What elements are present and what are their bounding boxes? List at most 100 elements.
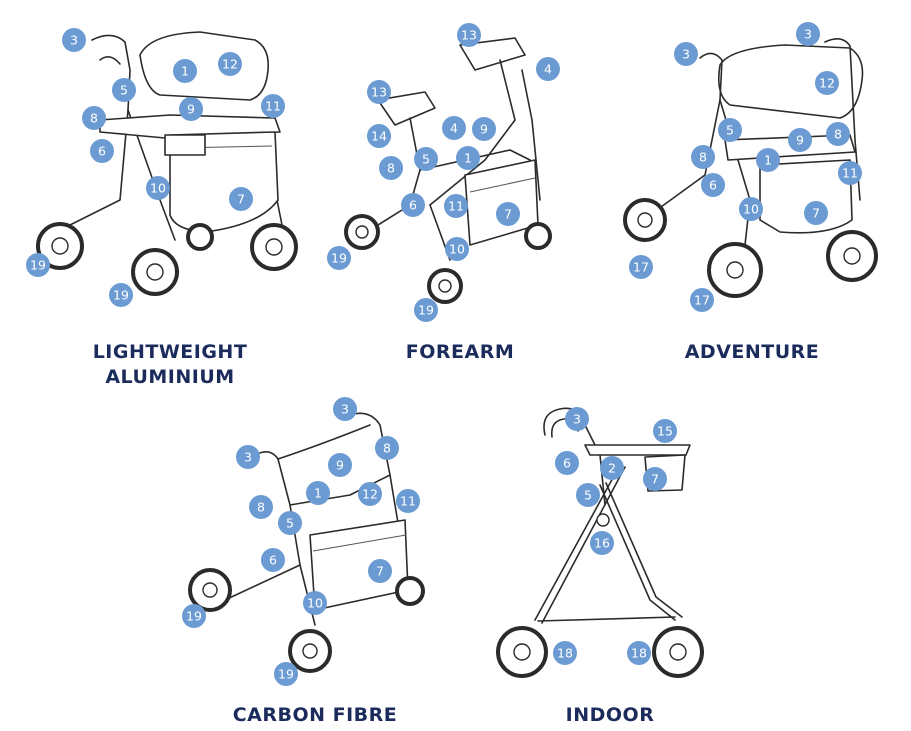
caption-line-2: ALUMINIUM [105,366,235,388]
svg-text:3: 3 [244,450,252,465]
svg-text:3: 3 [804,27,812,42]
svg-text:8: 8 [834,127,842,142]
svg-text:18: 18 [557,646,573,661]
svg-text:3: 3 [682,47,690,62]
rear-wheel-right [395,576,425,606]
front-wheel-right [131,248,179,296]
svg-text:3: 3 [341,402,349,417]
caption-indoor: INDOOR [565,704,655,726]
panel-forearm: 13 4 13 4 9 14 5 1 8 6 11 7 10 19 19 FOR… [310,0,600,390]
svg-text:5: 5 [422,152,430,167]
svg-text:16: 16 [594,536,610,551]
rear-wheel-right [250,223,298,271]
marker-2: 2 [600,456,624,480]
marker-5: 5 [718,118,742,142]
marker-3-top: 3 [333,397,357,421]
marker-4-top: 4 [536,57,560,81]
marker-7: 7 [229,187,253,211]
svg-text:4: 4 [544,62,552,77]
marker-1: 1 [756,148,780,172]
svg-text:6: 6 [563,456,571,471]
svg-text:11: 11 [400,494,416,509]
svg-text:10: 10 [449,242,465,257]
svg-text:9: 9 [480,122,488,137]
svg-text:19: 19 [418,303,434,318]
svg-text:10: 10 [307,596,323,611]
marker-8-left: 8 [249,495,273,519]
svg-text:13: 13 [461,28,477,43]
marker-11: 11 [396,489,420,513]
svg-text:5: 5 [726,123,734,138]
marker-5: 5 [414,147,438,171]
marker-6: 6 [261,548,285,572]
svg-text:19: 19 [30,258,46,273]
svg-text:2: 2 [608,461,616,476]
marker-7: 7 [368,559,392,583]
marker-12: 12 [815,71,839,95]
svg-text:6: 6 [98,144,106,159]
marker-10: 10 [303,591,327,615]
svg-text:19: 19 [331,251,347,266]
marker-7: 7 [643,467,667,491]
marker-13-left: 13 [367,80,391,104]
marker-9: 9 [472,117,496,141]
svg-text:5: 5 [286,516,294,531]
svg-text:8: 8 [387,161,395,176]
svg-text:3: 3 [573,412,581,427]
svg-text:19: 19 [278,667,294,682]
front-wheel-right [288,629,332,673]
svg-text:9: 9 [336,458,344,473]
panel-carbon-fibre: 3 8 3 9 1 12 11 8 5 6 7 10 19 19 CARBON … [170,395,460,731]
svg-text:7: 7 [376,564,384,579]
svg-text:11: 11 [265,99,281,114]
marker-5: 5 [112,78,136,102]
marker-19-bottom: 19 [414,298,438,322]
marker-6: 6 [90,139,114,163]
marker-18-right: 18 [627,641,651,665]
svg-text:5: 5 [120,83,128,98]
svg-text:7: 7 [651,472,659,487]
rear-wheel-left [186,223,214,251]
marker-3-right: 3 [796,22,820,46]
svg-text:8: 8 [383,441,391,456]
svg-text:12: 12 [819,76,835,91]
svg-text:19: 19 [186,609,202,624]
front-wheel-left [623,198,667,242]
panel-lightweight-aluminium: 3 1 12 5 9 8 11 6 10 7 19 19 LIGHTWEIGHT… [0,0,300,390]
svg-text:1: 1 [464,151,472,166]
marker-14: 14 [367,124,391,148]
caption-forearm: FOREARM [405,341,515,363]
svg-text:10: 10 [150,181,166,196]
front-wheel-left [188,568,232,612]
marker-8: 8 [82,106,106,130]
svg-text:7: 7 [237,192,245,207]
svg-text:1: 1 [181,64,189,79]
marker-9: 9 [179,97,203,121]
marker-9: 9 [328,453,352,477]
marker-10: 10 [739,197,763,221]
svg-text:18: 18 [631,646,647,661]
marker-19-left: 19 [26,253,50,277]
marker-1: 1 [456,146,480,170]
marker-11: 11 [261,94,285,118]
marker-6: 6 [701,173,725,197]
marker-10: 10 [445,237,469,261]
svg-text:6: 6 [709,178,717,193]
marker-7: 7 [804,201,828,225]
svg-text:17: 17 [633,260,649,275]
marker-5: 5 [278,511,302,535]
marker-12: 12 [358,482,382,506]
caption-lightweight-aluminium: LIGHTWEIGHT ALUMINIUM [70,340,270,390]
marker-19-bottom: 19 [109,283,133,307]
svg-text:7: 7 [504,207,512,222]
marker-19-bottom: 19 [274,662,298,686]
svg-text:12: 12 [362,487,378,502]
marker-11: 11 [444,194,468,218]
svg-text:6: 6 [409,198,417,213]
marker-3: 3 [565,407,589,431]
marker-18-left: 18 [553,641,577,665]
marker-13-top: 13 [457,23,481,47]
svg-text:14: 14 [371,129,387,144]
marker-19-left: 19 [182,604,206,628]
marker-7: 7 [496,202,520,226]
